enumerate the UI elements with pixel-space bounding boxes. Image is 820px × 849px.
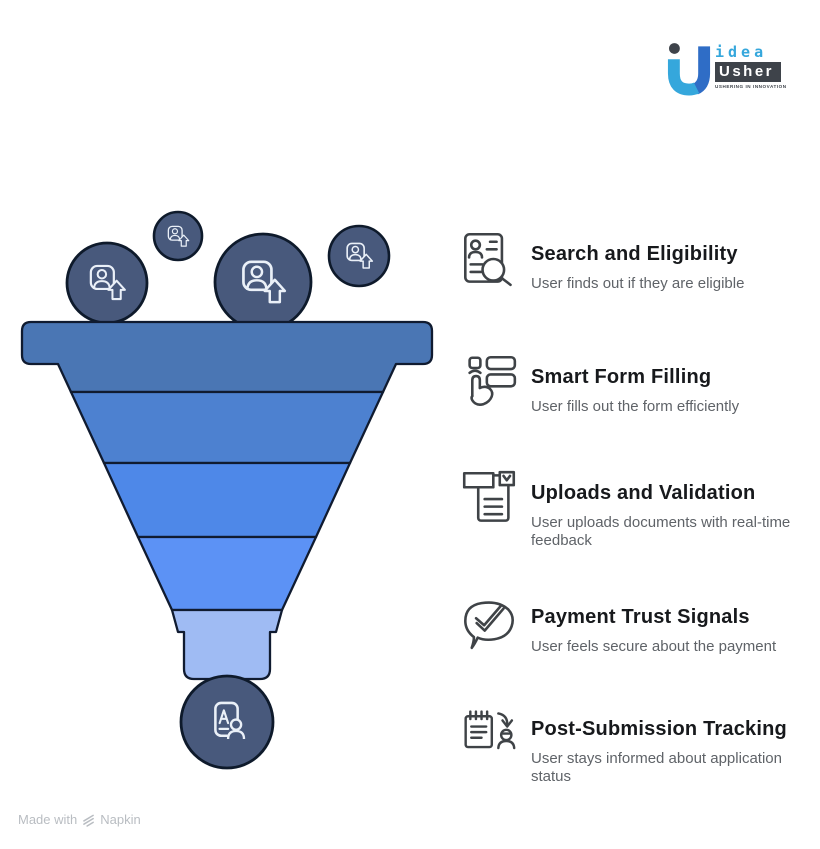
made-with-napkin: Made with Napkin xyxy=(18,812,141,827)
step-uploads-validation: Uploads and Validation User uploads docu… xyxy=(461,470,806,551)
step-post-submission-tracking: Post-Submission Tracking User stays info… xyxy=(461,706,806,787)
logo-idea-text: idea xyxy=(715,43,768,61)
napkin-icon xyxy=(83,814,95,827)
step-title: Payment Trust Signals xyxy=(531,606,750,628)
step-description: User finds out if they are eligible xyxy=(531,275,745,292)
step-description: User fills out the form efficiently xyxy=(531,398,740,415)
incoming-user-circles xyxy=(65,210,391,332)
funnel-band-3 xyxy=(102,461,352,539)
step-title: Smart Form Filling xyxy=(531,366,712,388)
idea-usher-logo: idea Usher USHERING IN INNOVATION xyxy=(666,42,787,96)
funnel-bands xyxy=(20,320,434,681)
step-description: User stays informed about application st… xyxy=(531,750,782,786)
logo-tagline: USHERING IN INNOVATION xyxy=(715,84,787,90)
idea-usher-u-icon xyxy=(667,43,711,96)
funnel-band-5 xyxy=(170,608,284,681)
step-title: Search and Eligibility xyxy=(531,243,738,265)
footer-brand: Napkin xyxy=(100,812,141,827)
step-search-eligibility: Search and Eligibility User finds out if… xyxy=(461,231,806,293)
funnel-output xyxy=(179,674,275,770)
funnel-band-2 xyxy=(69,390,385,465)
step-payment-trust: Payment Trust Signals User feels secure … xyxy=(461,594,806,656)
logo-usher-text: Usher xyxy=(715,62,781,83)
profile-search-icon xyxy=(464,232,512,287)
document-upload-check-icon xyxy=(462,470,516,522)
step-title: Post-Submission Tracking xyxy=(531,718,787,740)
funnel-band-4 xyxy=(136,535,318,612)
footer-prefix: Made with xyxy=(18,812,78,827)
notepad-person-icon xyxy=(464,710,516,750)
step-title: Uploads and Validation xyxy=(531,482,756,504)
step-smart-form-filling: Smart Form Filling User fills out the fo… xyxy=(461,354,806,416)
step-description: User uploads documents with real-time fe… xyxy=(531,514,791,550)
funnel-band-1 xyxy=(20,320,434,394)
form-hand-icon xyxy=(468,355,517,406)
chat-check-icon xyxy=(464,601,514,650)
step-description: User feels secure about the payment xyxy=(531,638,777,655)
